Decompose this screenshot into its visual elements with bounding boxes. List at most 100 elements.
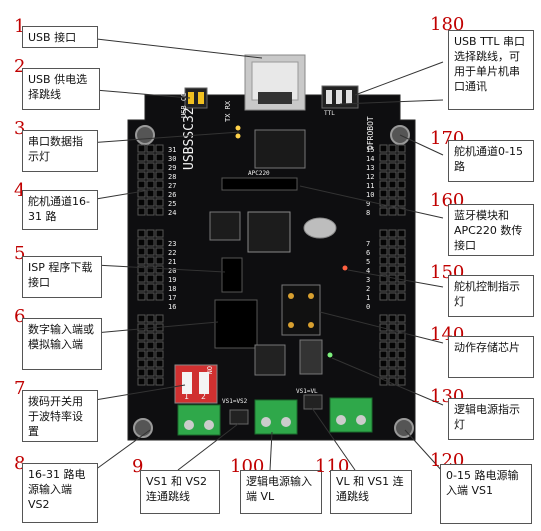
servo-left-a-pin <box>155 144 164 153</box>
servo-right-c-pin <box>388 377 397 386</box>
servo-right-b-pin <box>388 265 397 274</box>
servo-right-b-pin <box>388 256 397 265</box>
servo-left-c-pin <box>146 350 155 359</box>
servo-right-a-pin <box>388 162 397 171</box>
callout-110: VL 和 VS1 连通跳线 <box>330 470 412 514</box>
servo-left-c-pin <box>137 314 146 323</box>
callout-5: ISP 程序下载接口 <box>22 256 102 298</box>
servo-right-a-pin <box>388 189 397 198</box>
channel-label-right: 15 <box>366 146 375 154</box>
servo-left-a-pin <box>155 180 164 189</box>
channel-label-left: 20 <box>168 267 177 275</box>
callout-2: USB 供电选择跳线 <box>22 68 100 110</box>
servo-right-c-pin <box>397 359 406 368</box>
callout-num-180: 180 <box>430 14 465 35</box>
pcb-board <box>127 94 416 441</box>
servo-left-a-pin <box>146 144 155 153</box>
servo-left-a-pin <box>155 162 164 171</box>
servo-right-c-pin <box>397 368 406 377</box>
callout-num-4: 4 <box>14 180 26 201</box>
callout-8: 16-31 路电源输入端 VS2 <box>22 463 98 523</box>
servo-right-c-pin <box>379 350 388 359</box>
channel-label-right: 12 <box>366 173 375 181</box>
servo-right-b-pin <box>379 247 388 256</box>
callout-num-3: 3 <box>14 118 26 139</box>
servo-right-c-pin <box>379 341 388 350</box>
servo-left-a-pin <box>146 171 155 180</box>
io-header <box>214 299 258 349</box>
terminal-vs2 <box>177 404 221 436</box>
servo-right-c-pin <box>388 332 397 341</box>
servo-left-b-pin <box>137 247 146 256</box>
servo-right-c-pin <box>388 323 397 332</box>
servo-right-c-pin <box>379 314 388 323</box>
servo-left-a-pin <box>137 171 146 180</box>
capacitor <box>299 339 323 375</box>
servo-right-a-pin <box>379 144 388 153</box>
servo-right-b-pin <box>388 238 397 247</box>
servo-left-b-pin <box>146 274 155 283</box>
eeprom-socket <box>281 284 321 336</box>
servo-left-c-pin <box>146 314 155 323</box>
servo-left-a-pin <box>137 153 146 162</box>
servo-left-a-pin <box>146 162 155 171</box>
servo-right-b-pin <box>379 229 388 238</box>
vs-jumper-label: VS1=VS2 <box>222 398 248 405</box>
callout-num-9: 9 <box>132 456 144 477</box>
servo-right-a-pin <box>388 198 397 207</box>
servo-left-a-pin <box>155 207 164 216</box>
servo-right-c-pin <box>388 341 397 350</box>
channel-label-right: 11 <box>366 182 375 190</box>
servo-right-a-pin <box>379 171 388 180</box>
servo-left-a-pin <box>146 180 155 189</box>
servo-left-a-pin <box>137 180 146 189</box>
servo-led <box>342 265 348 271</box>
channel-label-right: 8 <box>366 209 371 217</box>
servo-left-b-pin <box>137 292 146 301</box>
callout-150: 舵机控制指示灯 <box>448 275 534 317</box>
ttl-label: TTL <box>324 110 335 117</box>
regulator <box>254 344 286 376</box>
servo-left-b-pin <box>155 256 164 265</box>
servo-left-b-pin <box>155 274 164 283</box>
servo-right-c-pin <box>397 323 406 332</box>
channel-label-right: 9 <box>366 200 371 208</box>
servo-right-b-pin <box>388 283 397 292</box>
callout-1: USB 接口 <box>22 26 98 48</box>
terminal-vl <box>254 399 298 435</box>
servo-right-b-pin <box>388 229 397 238</box>
callout-120: 0-15 路电源输入端 VS1 <box>440 464 532 524</box>
callout-100: 逻辑电源输入端 VL <box>240 470 322 514</box>
callout-140: 动作存储芯片 <box>448 336 534 378</box>
servo-right-b-pin <box>397 229 406 238</box>
servo-right-b-pin <box>397 247 406 256</box>
servo-left-b-pin <box>137 283 146 292</box>
servo-left-a-pin <box>155 153 164 162</box>
channel-label-left: 27 <box>168 182 177 190</box>
channel-label-left: 29 <box>168 164 177 172</box>
channel-label-left: 28 <box>168 173 177 181</box>
callout-num-8: 8 <box>14 453 26 474</box>
servo-left-b-pin <box>137 256 146 265</box>
channel-label-right: 3 <box>366 276 371 284</box>
servo-right-c-pin <box>379 368 388 377</box>
servo-right-c-pin <box>397 377 406 386</box>
callout-num-5: 5 <box>14 243 26 264</box>
servo-left-c-pin <box>137 350 146 359</box>
dip-num-1: 1 <box>184 392 189 401</box>
callout-4: 舵机通道16-31 路 <box>22 190 98 230</box>
servo-right-a-pin <box>397 162 406 171</box>
servo-left-c-pin <box>137 341 146 350</box>
servo-left-b-pin <box>146 265 155 274</box>
servo-left-b-pin <box>146 247 155 256</box>
power-led <box>327 352 333 358</box>
servo-left-a-pin <box>137 198 146 207</box>
servo-left-c-pin <box>146 332 155 341</box>
channel-label-left: 22 <box>168 249 177 257</box>
servo-right-a-pin <box>397 198 406 207</box>
servo-right-c-pin <box>379 359 388 368</box>
channel-label-left: 19 <box>168 276 177 284</box>
serial-led-tx <box>235 125 241 131</box>
servo-right-b-pin <box>397 283 406 292</box>
servo-right-c-pin <box>388 314 397 323</box>
